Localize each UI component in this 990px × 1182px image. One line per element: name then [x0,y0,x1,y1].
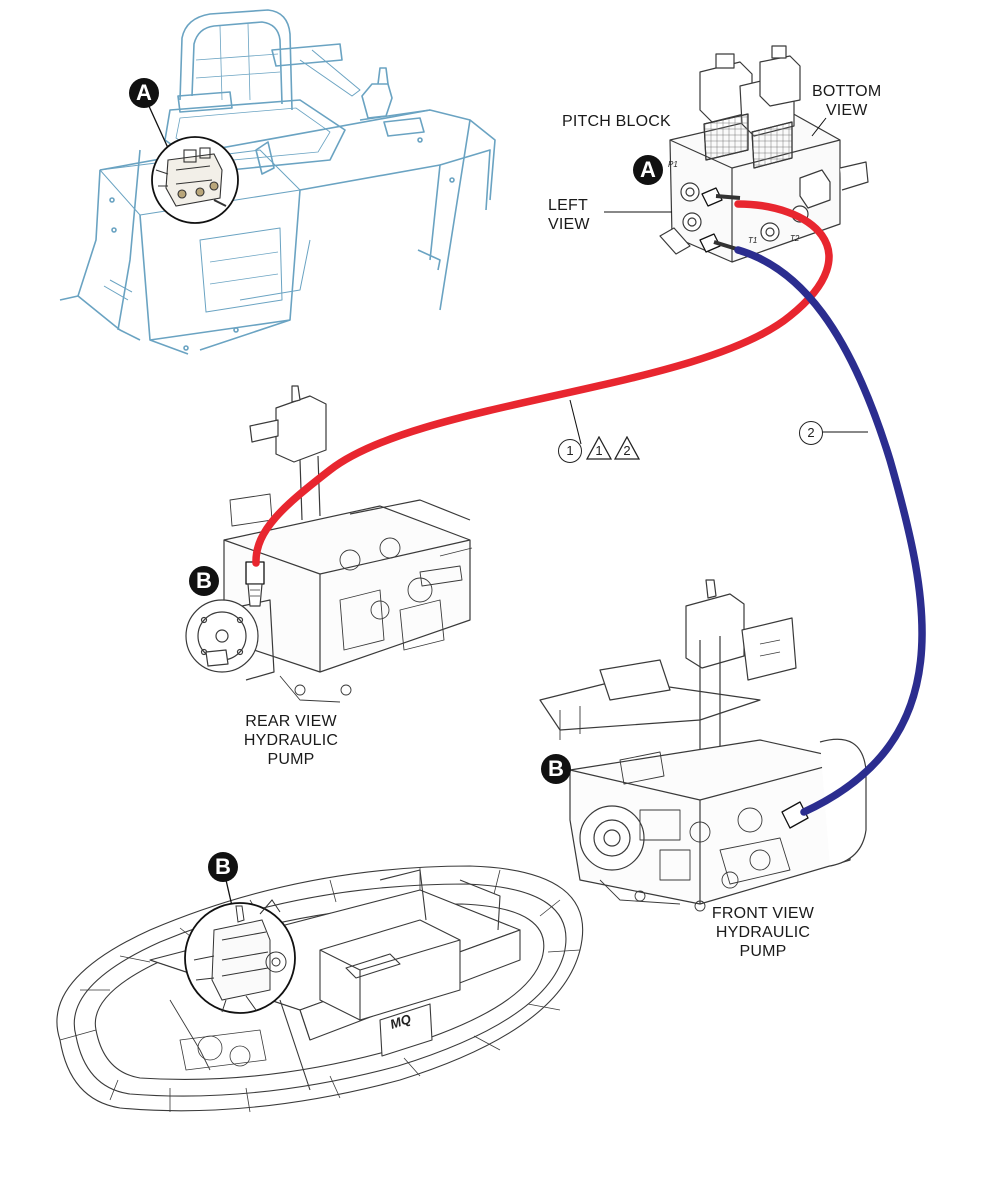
callout-b-trowel: B [208,852,238,882]
rear-view-pump-label: REAR VIEW HYDRAULIC PUMP [243,713,339,768]
callout-b-front-pump: B [541,754,571,784]
callout-b-rear-pump: B [189,566,219,596]
hose-1-leader [569,399,582,445]
trowel-machine-drawing [56,865,584,1113]
frame-detail-magnifier [147,103,239,224]
front-view-pump-label: FRONT VIEW HYDRAULIC PUMP [711,905,815,960]
rear-view-pump-drawing [185,385,473,703]
note-triangle-1: 1 [586,436,612,460]
item-number-hose-1: 1 [558,439,582,463]
callout-a-pitch-block: A [633,155,663,185]
port-t1-label: T1 [748,236,758,245]
pitch-block-label: PITCH BLOCK [562,113,671,130]
trowel-detail-magnifier [184,879,296,1014]
pitch-block-drawing [659,45,869,263]
hose-1-red [252,200,833,567]
callout-a-frame: A [129,78,159,108]
bottom-view-leader [811,117,827,137]
item-number-hose-2: 2 [799,421,823,445]
port-t2-label: T2 [790,234,800,243]
hose-2-blue [734,246,926,816]
port-p1-label: P1 [668,160,678,169]
left-view-label: LEFT VIEW [548,197,590,233]
bottom-view-label: BOTTOM VIEW [812,83,882,119]
note-triangle-2: 2 [614,436,640,460]
front-view-pump-drawing [539,579,867,912]
operator-frame-drawing [59,9,496,355]
